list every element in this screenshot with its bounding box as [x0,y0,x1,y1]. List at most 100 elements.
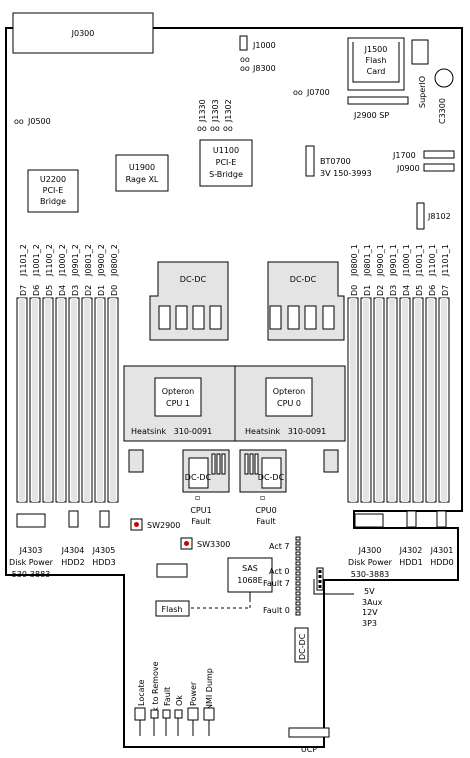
fault-led [162,709,171,719]
nmi-dump-button[interactable] [203,707,215,721]
j1500-line2: Flash [366,56,387,65]
j1500-line1: J1500 [364,45,388,54]
dcdc-top-left-label: DC-DC [180,275,207,284]
led-column [295,536,301,616]
drive-led [295,601,301,606]
dcdc-top-right-label: DC-DC [290,275,317,284]
dcdc-lower [294,627,309,663]
dimm-left-slot-label: D2 [84,285,93,296]
locate-button[interactable] [134,707,146,721]
power-header [316,567,324,591]
dimm-left-label: J0801_2 [84,244,93,277]
j4303-line2: Disk Power [9,558,54,567]
dimm-right-label: J1000_1 [402,244,411,277]
dcdc-top-right-caps [269,305,335,330]
cpu1-fault-led: ▫ [195,493,200,502]
dcdc-lower-label: DC-DC [298,633,307,660]
j0900-connector [423,163,455,172]
dimm-left-slot-key [32,298,38,502]
j4301-connector [436,510,447,528]
dcdc-mid-left-fins [211,453,226,475]
sas-line1: SAS [242,564,258,573]
superio-chip [411,39,429,65]
dimm-left-slot-key [110,298,116,502]
flash-chip [155,600,190,617]
superio-label: SuperIO [418,76,427,108]
j4303-connector [16,513,46,528]
dimm-right-label: J0901_1 [389,244,398,277]
cpu1-line2: CPU 1 [166,399,190,408]
rail-3aux: 3Aux [362,598,383,607]
bt0700-line1: BT0700 [320,157,351,166]
j4303-line3: 530-3883 [12,570,51,579]
grey-block-right [323,449,339,473]
j1302-label: J1302 [224,99,233,123]
dimm-left-slot-key [45,298,51,502]
j4300-line1: J4300 [358,546,382,555]
power-button[interactable] [187,707,199,721]
drive-led [295,561,301,566]
led-fault0: Fault 0 [263,606,290,615]
j1000-label: J1000 [252,41,276,50]
sas-chip [227,557,273,593]
j1700-label: J1700 [392,151,416,160]
u2200-line1: U2200 [40,175,66,184]
dimm-left-slot-label: D0 [110,285,119,296]
j4301-line1: J4301 [430,546,454,555]
dimm-left-slot-label: D5 [45,285,54,296]
led-fault7: Fault 7 [263,579,290,588]
dimm-right-label: J0800_1 [350,244,359,277]
dimm-right-label: J0900_1 [376,244,385,277]
j0300-chip [12,12,154,54]
u1900-chip [115,154,169,192]
dimm-left-slot-key [84,298,90,502]
dimm-right-slot-label: D6 [428,285,437,296]
dimm-left-label: J1100_2 [45,244,54,277]
dimm-right-slot-key [376,298,382,502]
j4304-connector [68,510,79,528]
dimm-left-label: J1101_2 [19,244,28,277]
sw2900-dot [134,522,139,527]
u1100-chip [199,139,253,187]
ok-led [174,709,183,719]
dimm-right-label: J1100_1 [428,244,437,277]
sw2900-label: SW2900 [147,521,180,530]
dimm-right-label: J1001_1 [415,244,424,277]
j0700-label: J0700 [306,88,330,97]
j1303-dots: oo [210,124,220,133]
j4304-line1: J4304 [61,546,85,555]
heatsink-left-label: Heatsink 310-0091 [131,427,212,436]
j1330-label: J1330 [198,99,207,123]
dcdc-mid-right-core [261,457,282,489]
c3300-capacitor [434,68,454,88]
cpu0-line2: CPU 0 [277,399,301,408]
drive-led [295,611,301,616]
j4304-line2: HDD2 [61,558,84,567]
j1500-line3: Card [367,67,386,76]
u1900-line1: U1900 [129,163,155,172]
cpu0-fault-line2: Fault [256,517,275,526]
dimm-left-slot-label: D6 [32,285,41,296]
j1302-dots: oo [223,124,233,133]
j8300-label: J8300 [252,64,276,73]
drive-led [295,606,301,611]
heatsink-right-label: Heatsink 310-0091 [245,427,326,436]
dcdc-top-left-caps [158,305,222,330]
j8300-dots: oo [240,55,250,64]
dimm-left-slot-key [19,298,25,502]
drive-led [295,541,301,546]
j4300-line2: Disk Power [348,558,393,567]
j0900-label: J0900 [396,164,420,173]
j4301-line2: HDD0 [430,558,453,567]
dimm-right-slot-key [363,298,369,502]
ucp-connector [288,727,330,738]
j4300-line3: 530-3883 [351,570,390,579]
led-act0: Act 0 [269,567,290,576]
grey-block-left [128,449,144,473]
dimm-group: J1101_2D7J1001_2D6J1100_2D5J1000_2D4J090… [16,244,450,503]
led-act7: Act 7 [269,542,290,551]
dimm-right-slot-label: D7 [441,285,450,296]
j2900-connector [347,96,409,105]
